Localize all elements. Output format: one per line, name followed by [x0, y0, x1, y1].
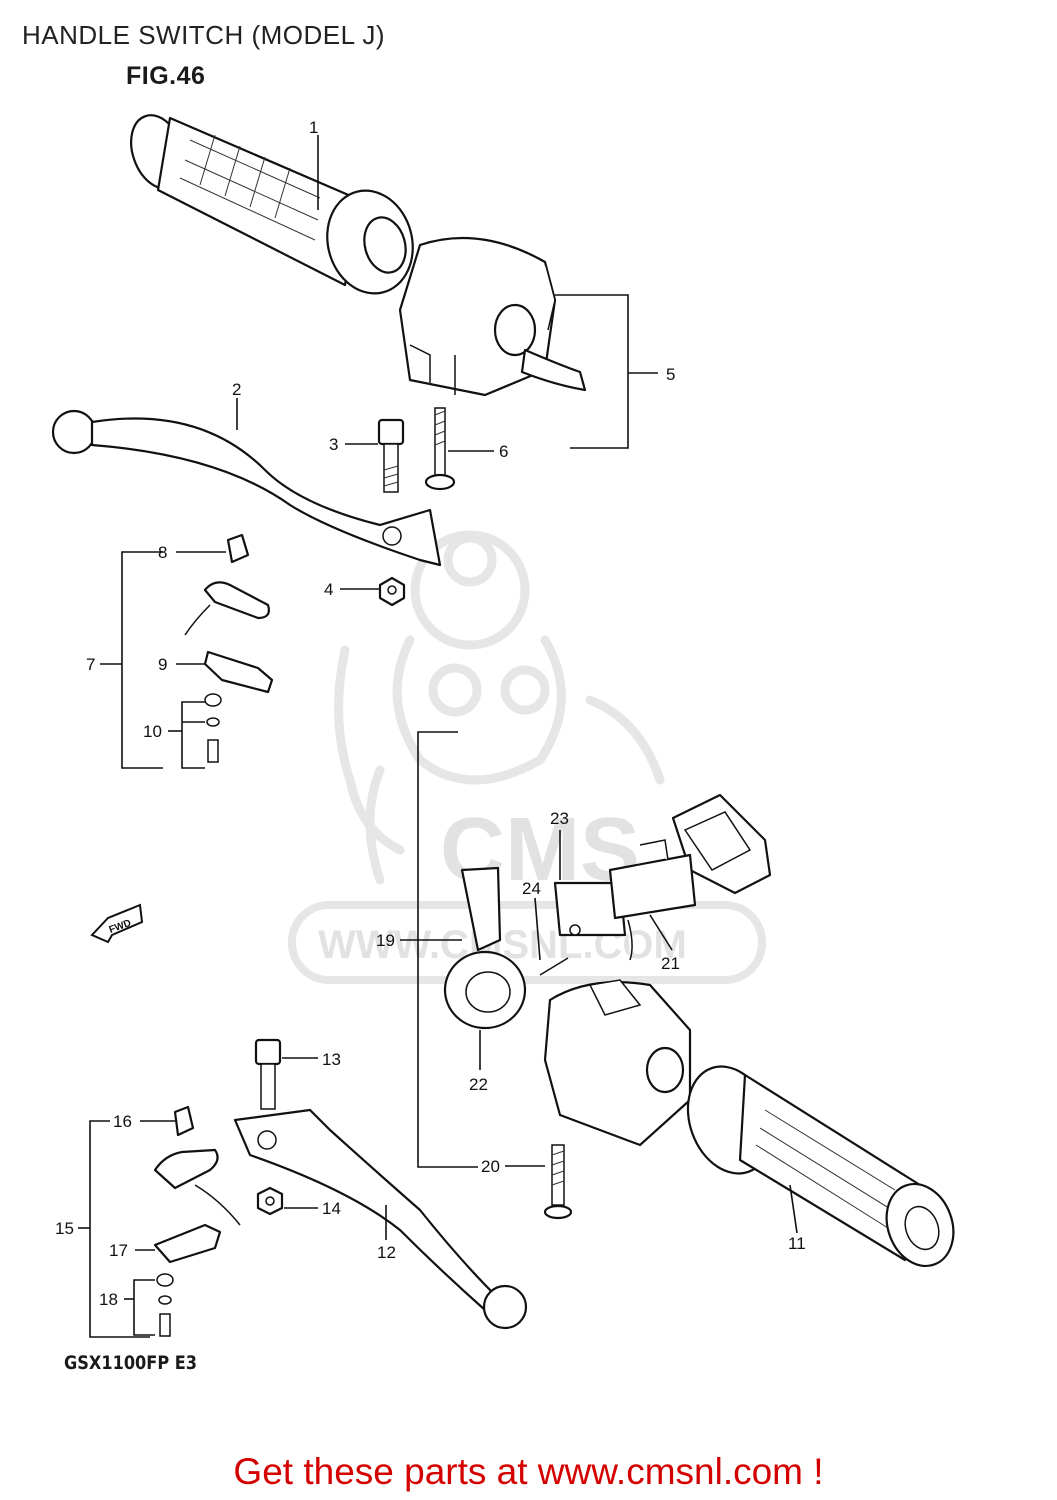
part-screw-6: [424, 407, 456, 491]
label-part-23: 23: [550, 809, 569, 828]
label-part-18: 18: [99, 1290, 118, 1309]
label-part-22: 22: [469, 1075, 488, 1094]
watermark-logo: CMS WWW.CMSNL.COM: [288, 530, 766, 984]
fwd-arrow-icon: FWD: [90, 903, 144, 944]
label-part-3: 3: [329, 435, 338, 454]
part-switch-housing-right: [543, 979, 692, 1220]
model-code: GSX1100FP E3: [64, 1352, 198, 1374]
part-lever-left: [51, 409, 442, 567]
label-part-2: 2: [232, 380, 241, 399]
footer-link[interactable]: Get these parts at www.cmsnl.com !: [233, 1451, 824, 1492]
label-part-4: 4: [324, 580, 333, 599]
label-part-11: 11: [788, 1234, 806, 1253]
part-grip-right: [686, 1065, 955, 1268]
label-part-21: 21: [661, 954, 680, 973]
part-switch-housing-left: [398, 236, 587, 397]
part-number-labels: 1 2 3 4 5 6 7 8 9 10 11 12 13 14 15 16 1…: [55, 118, 806, 1309]
part-lever-right: [233, 1038, 528, 1330]
label-part-15: 15: [55, 1219, 74, 1238]
part-throttle-pulley: [443, 866, 527, 1030]
label-part-9: 9: [158, 655, 167, 674]
label-part-17: 17: [109, 1241, 128, 1260]
part-bolt-3: [377, 418, 405, 493]
part-switch-assy-right: [153, 1105, 241, 1337]
label-part-1: 1: [309, 118, 318, 137]
label-part-6: 6: [499, 442, 508, 461]
label-part-14: 14: [322, 1199, 341, 1218]
label-part-5: 5: [666, 365, 675, 384]
label-part-8: 8: [158, 543, 167, 562]
part-switch-assy-left: [184, 533, 274, 763]
leader-lines: [78, 135, 798, 1338]
label-part-7: 7: [86, 655, 95, 674]
label-part-20: 20: [481, 1157, 500, 1176]
figure-label: FIG.46: [126, 62, 206, 90]
parts-diagram: CMS WWW.CMSNL.COM: [51, 114, 955, 1338]
label-part-13: 13: [322, 1050, 341, 1069]
page-title: HANDLE SWITCH (MODEL J): [22, 20, 385, 50]
label-part-16: 16: [113, 1112, 132, 1131]
part-nut-4: [378, 576, 406, 607]
label-part-19: 19: [376, 931, 395, 950]
label-part-10: 10: [143, 722, 162, 741]
label-part-12: 12: [377, 1243, 396, 1262]
part-switch-internals-right: [539, 793, 772, 976]
label-part-24: 24: [522, 879, 541, 898]
part-grip-left: [130, 114, 414, 295]
